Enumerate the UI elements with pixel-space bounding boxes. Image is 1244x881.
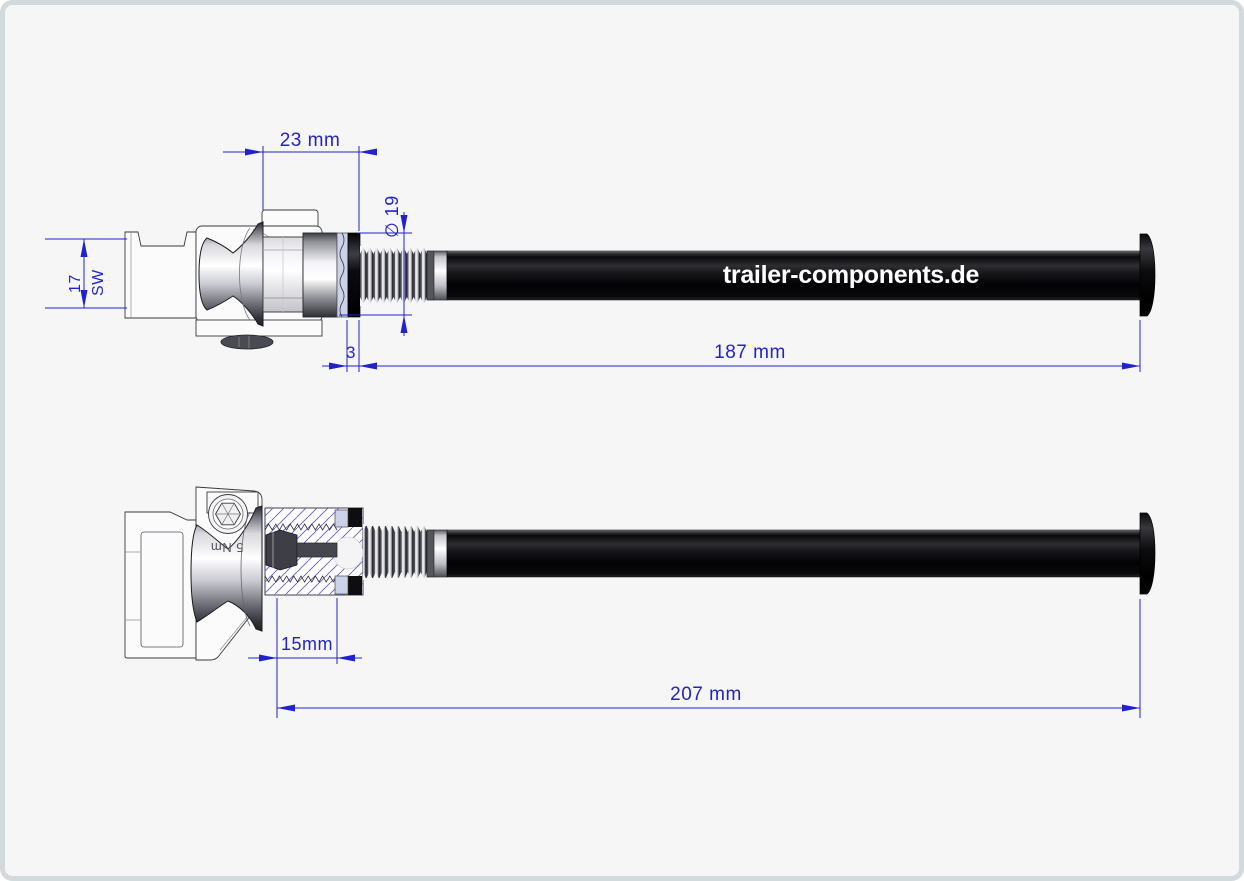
end-flange xyxy=(1139,233,1156,317)
coupling-ball-section xyxy=(190,505,263,632)
shaft-tube xyxy=(446,529,1141,578)
bore-thread-profile-bottom xyxy=(264,575,338,583)
torque-marking: 5 Nm xyxy=(210,540,243,555)
clamp-bracket-section xyxy=(124,511,197,659)
clamp-inner-window xyxy=(140,531,184,648)
bolt-shank xyxy=(296,542,338,558)
end-flange xyxy=(1139,512,1156,595)
coupling-ball xyxy=(198,221,264,327)
ball-silhouette-arc xyxy=(239,227,251,321)
seal-band-cut-top xyxy=(334,509,349,528)
rubber-ring-cut-top xyxy=(348,508,362,527)
dim-label-23mm: 23 mm xyxy=(280,130,341,151)
dimension-15mm: 15mm xyxy=(248,598,362,718)
dimension-207mm: 207 mm xyxy=(277,599,1141,718)
dim-label-17: 17 xyxy=(67,274,84,293)
housing-tab xyxy=(261,209,319,229)
clamp-bracket-side xyxy=(124,231,197,319)
seal-band-cut-bottom xyxy=(334,575,349,595)
bore-end xyxy=(332,536,364,570)
dim-label-15mm: 15mm xyxy=(281,634,333,654)
ball-silhouette-arc xyxy=(240,511,251,627)
thread-crest-bottom xyxy=(362,572,427,580)
dimension-dia19: ∅ 19 xyxy=(339,195,412,336)
collar xyxy=(426,529,435,578)
rubber-ring-cut-bottom xyxy=(348,576,362,595)
seal-wave-line xyxy=(339,232,345,318)
rubber-ring xyxy=(347,232,361,318)
adjuster-knob xyxy=(220,334,274,350)
bottom-view: 5 Nm 15mm xyxy=(124,486,1156,718)
thread-crest-top xyxy=(362,524,427,532)
metal-sleeve xyxy=(302,232,338,318)
silver-ring xyxy=(433,529,448,578)
dim-label-207mm: 207 mm xyxy=(670,684,742,705)
dim-label-dia19: ∅ 19 xyxy=(382,195,402,238)
silver-ring xyxy=(433,250,448,301)
dimension-23mm: 23 mm xyxy=(223,130,377,231)
dimension-17sw: 17 SW xyxy=(45,238,127,309)
top-view: trailer-components.de 23 mm ∅ 19 17 xyxy=(45,130,1156,372)
brand-label: trailer-components.de xyxy=(723,261,980,289)
thread-section xyxy=(363,526,427,578)
collar xyxy=(426,250,435,301)
dim-label-sw: SW xyxy=(90,269,107,296)
shaft-tube xyxy=(446,250,1141,301)
thread-crest-top xyxy=(359,246,427,254)
thread-crest-bottom xyxy=(359,297,427,306)
bore-thread-profile-top xyxy=(264,523,338,531)
dim-label-187mm: 187 mm xyxy=(714,342,786,363)
thread-section xyxy=(360,248,427,303)
bolt-head-section xyxy=(265,529,298,571)
dim-label-3: 3 xyxy=(346,343,356,362)
hex-socket-lines xyxy=(215,503,241,525)
dimension-3mm-and-187mm: 3 187 mm xyxy=(322,320,1141,372)
